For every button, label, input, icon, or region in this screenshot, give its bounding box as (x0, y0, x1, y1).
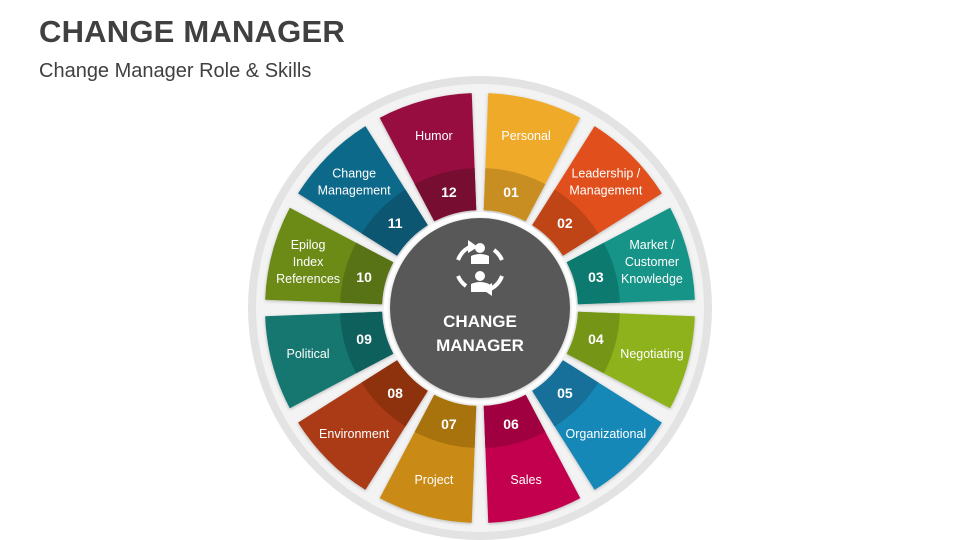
segment-number: 01 (503, 184, 519, 200)
segment-number-band (340, 242, 394, 305)
segment-number-band (414, 168, 477, 222)
segment-label: Leadership / (571, 167, 640, 181)
segment-number: 06 (503, 416, 519, 432)
segment-number: 02 (557, 215, 573, 231)
segment-label: Knowledge (621, 272, 683, 286)
page-subtitle: Change Manager Role & Skills (39, 60, 312, 82)
segment-number-band (566, 242, 620, 305)
segment-12: 12 Humor (379, 93, 477, 222)
segment-label: Humor (415, 129, 453, 143)
page-title: CHANGE MANAGER (39, 14, 345, 49)
segment-label: Market / (629, 238, 675, 252)
center-title-line1: CHANGE (443, 312, 517, 331)
segment-number-band (566, 311, 620, 374)
segment-label: Political (287, 347, 330, 361)
segment-label: Change (332, 167, 376, 181)
segment-number-band (361, 360, 428, 427)
segment-number: 08 (387, 385, 403, 401)
segment-number: 12 (441, 184, 457, 200)
segment-number: 04 (588, 331, 604, 347)
segment-label: Organizational (566, 427, 647, 441)
segment-number-band (532, 189, 599, 256)
segment-01: 01 Personal (483, 93, 581, 222)
segment-label: Index (293, 255, 324, 269)
segment-number: 07 (441, 416, 457, 432)
segment-label: Sales (510, 473, 541, 487)
segment-number: 05 (557, 385, 573, 401)
people-cycle-icon (456, 240, 504, 296)
segment-02: 02 Leadership / Management (532, 126, 662, 256)
segment-number: 10 (356, 269, 372, 285)
segment-number-band (361, 189, 428, 256)
segment-number: 03 (588, 269, 604, 285)
segment-label: Management (318, 184, 391, 198)
segment-label: Negotiating (620, 347, 683, 361)
segment-number: 11 (388, 215, 403, 231)
segment-label: Management (569, 184, 642, 198)
segment-label: Personal (501, 129, 550, 143)
segment-number-band (340, 311, 394, 374)
segment-label: Customer (625, 255, 679, 269)
segment-number-band (414, 394, 477, 448)
center-title-line2: MANAGER (436, 336, 524, 355)
segment-label: Environment (319, 427, 390, 441)
segment-number-band (483, 168, 546, 222)
segments-group: 01 Personal 02 Leadership / Management 03 Mark… (265, 93, 695, 523)
center-circle (390, 218, 570, 398)
segment-label: Epilog (291, 238, 326, 252)
segment-label: Project (414, 473, 453, 487)
segment-number: 09 (356, 331, 372, 347)
segment-number-band (532, 360, 599, 427)
segment-number-band (483, 394, 546, 448)
segment-label: References (276, 272, 340, 286)
